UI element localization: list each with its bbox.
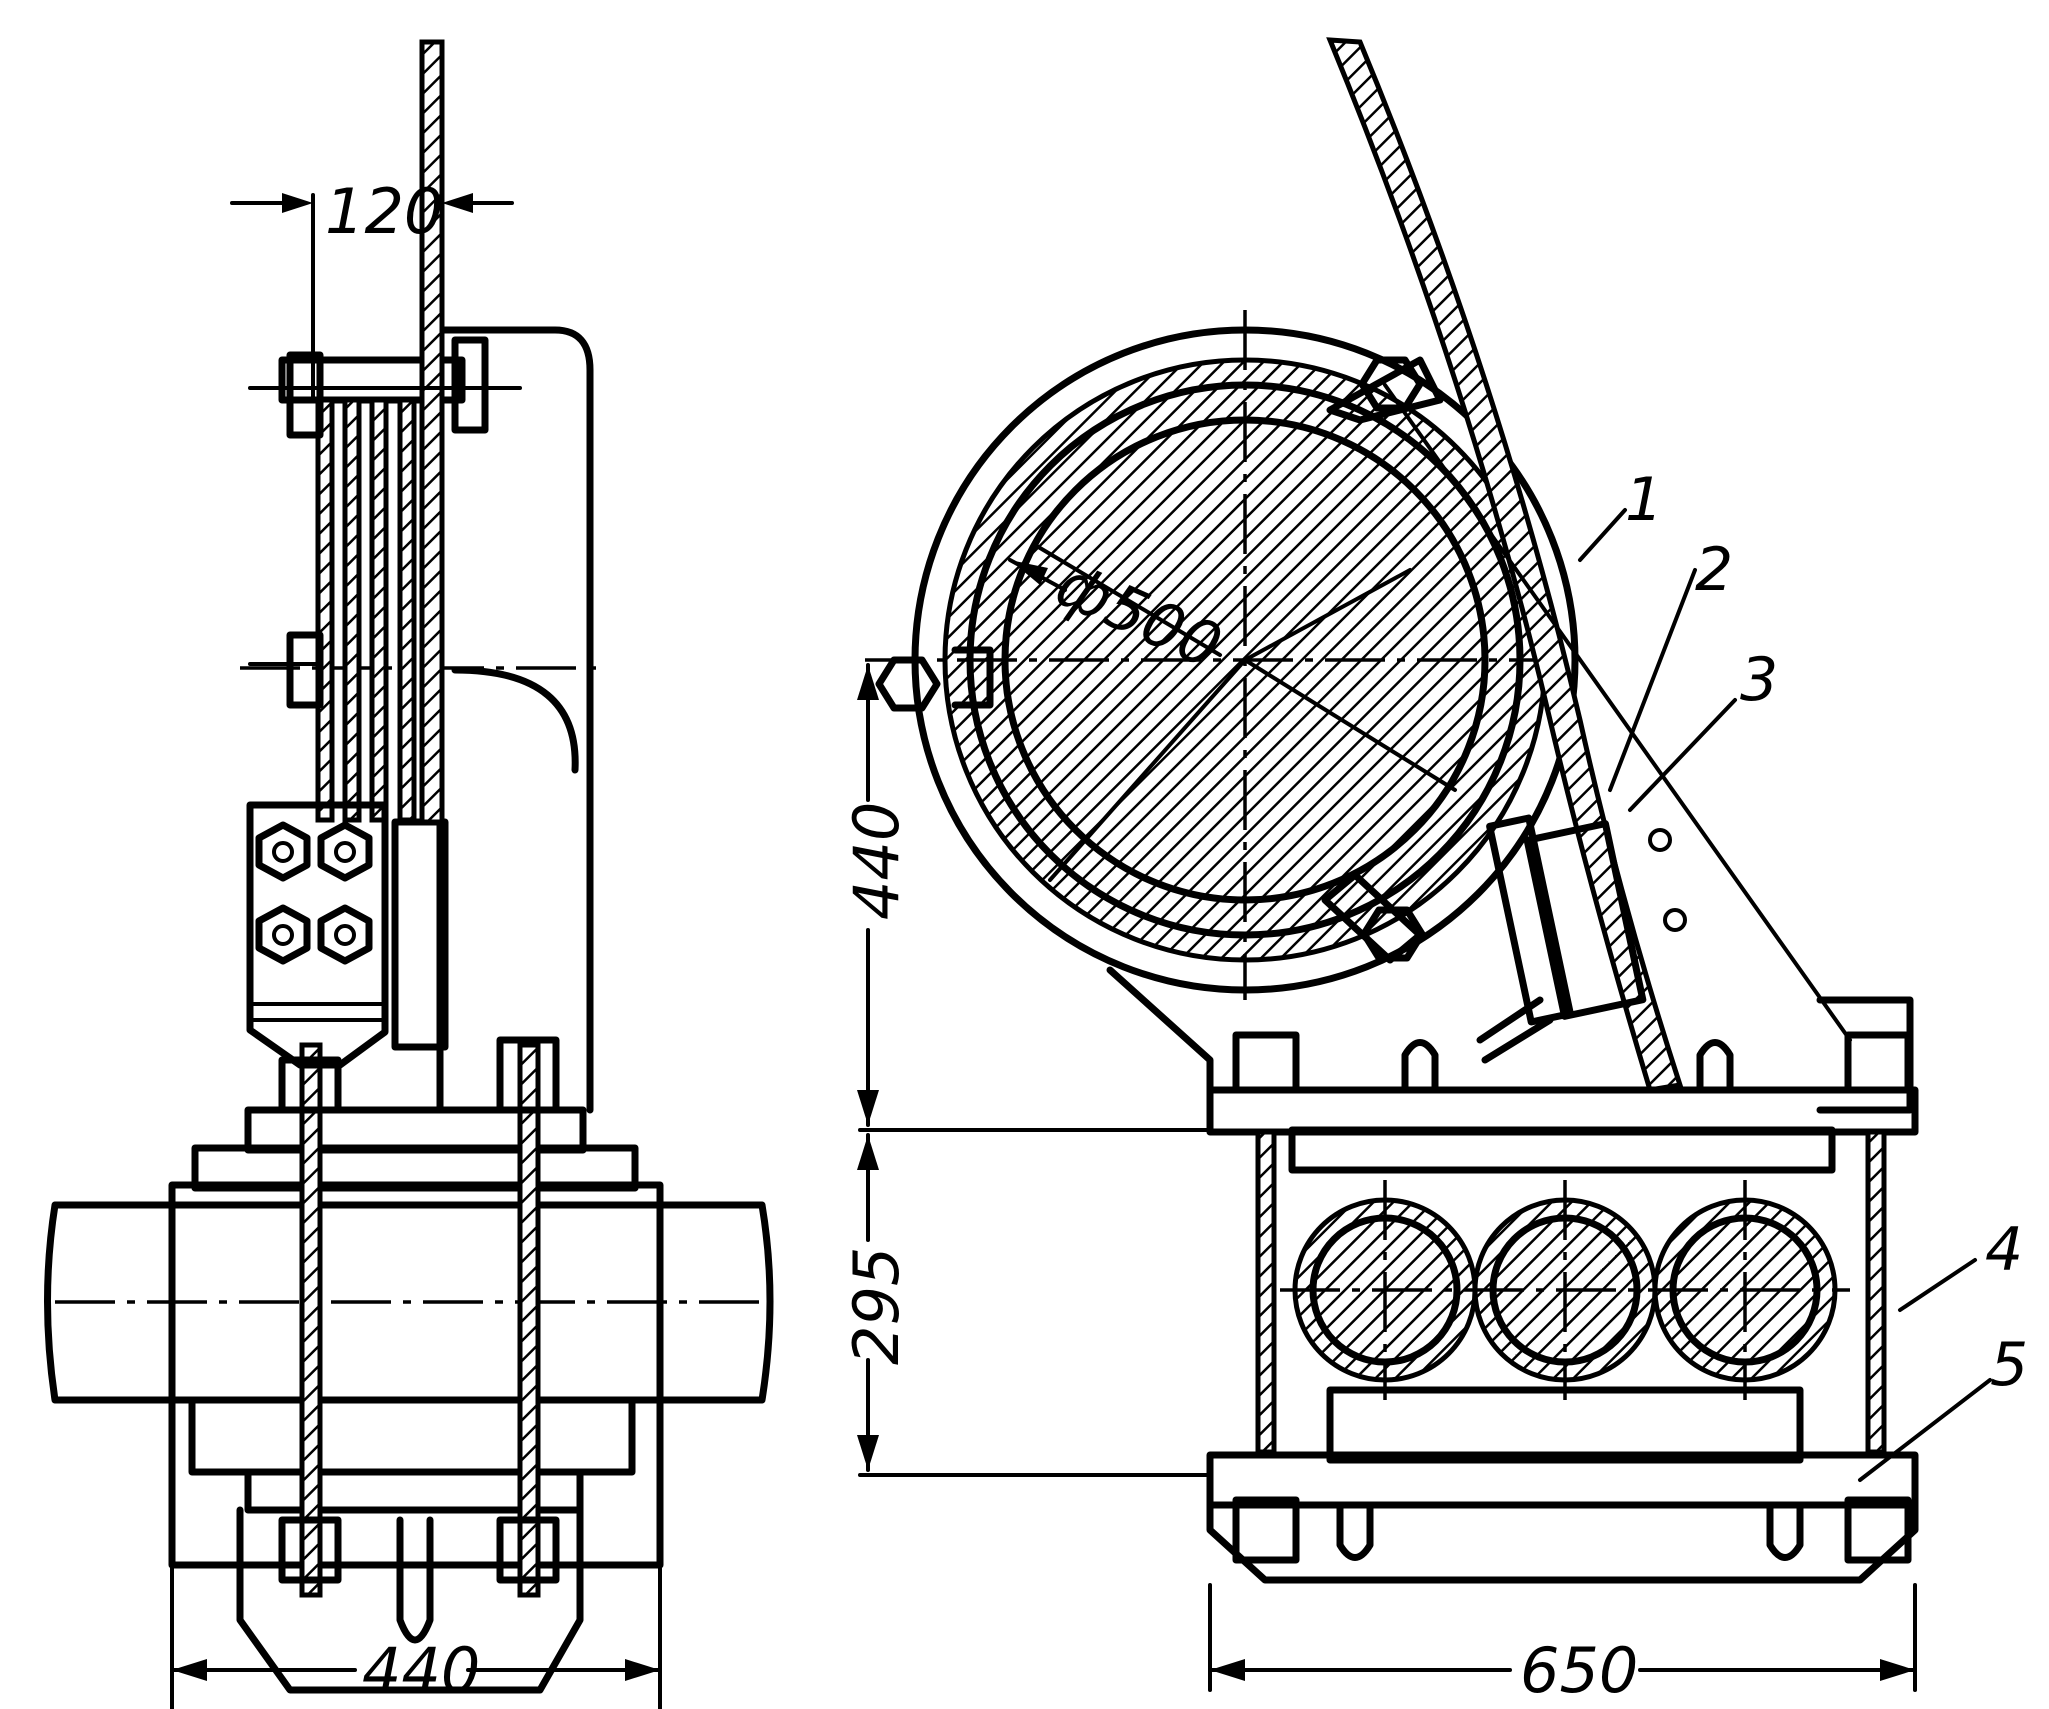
dimension-440-right-label: 440	[840, 802, 913, 920]
callout-1: 1	[1625, 465, 1663, 535]
right-front-view: 440 295 650 ф500	[840, 37, 2028, 1707]
ring-clamp-bolts	[875, 356, 1444, 964]
dimension-120: 120	[230, 175, 514, 402]
terminal-block	[246, 801, 389, 1069]
dimension-440-bottom-label: 440	[362, 1634, 480, 1707]
callout-2: 2	[1695, 535, 1733, 605]
dimension-440-bottom: 440	[170, 1563, 662, 1709]
left-side-view: 120 440	[44, 39, 774, 1709]
pipe-clamp-body	[168, 1106, 664, 1694]
dimension-440-right: 440	[840, 663, 1212, 1132]
callout-5: 5	[1990, 1330, 2028, 1400]
three-small-pipes	[1280, 1180, 1850, 1400]
dimension-120-label: 120	[325, 175, 443, 248]
tie-rods	[278, 1036, 560, 1644]
cable-bundle	[248, 39, 522, 825]
dimension-295: 295	[840, 1133, 1212, 1477]
callout-4: 4	[1985, 1215, 2023, 1285]
dimension-650: 650	[1208, 1583, 1917, 1707]
callout-numbers: 1 2 3 4 5	[1578, 465, 2028, 1482]
callout-3: 3	[1740, 645, 1778, 715]
dimension-295-label: 295	[840, 1247, 913, 1365]
cable-connector	[1476, 814, 1687, 1064]
dimension-650-label: 650	[1520, 1634, 1638, 1707]
